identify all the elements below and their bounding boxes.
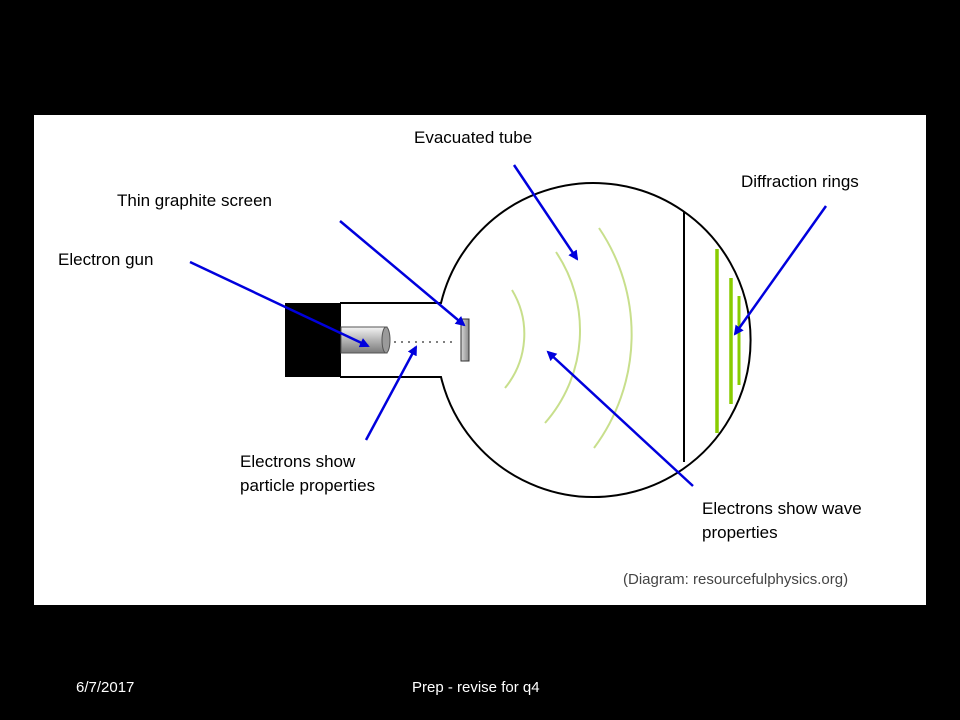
label-wave-properties-line1: Electrons show wave <box>702 499 862 518</box>
label-evacuated-tube: Evacuated tube <box>414 128 532 147</box>
diagram-panel <box>34 115 926 605</box>
arrow-evacuated-tube <box>512 164 579 261</box>
electron-gun-cylinder <box>340 326 388 354</box>
footer-date: 6/7/2017 <box>76 679 135 696</box>
label-diffraction-rings: Diffraction rings <box>741 172 859 191</box>
wavefront-outer <box>593 227 633 449</box>
diagram-credit: (Diagram: resourcefulphysics.org) <box>623 571 848 588</box>
electron-gun-housing <box>285 303 341 377</box>
footer-title: Prep - revise for q4 <box>412 679 540 696</box>
label-electron-gun: Electron gun <box>58 250 153 269</box>
label-particle-properties-line2: particle properties <box>240 476 375 495</box>
label-thin-graphite-screen: Thin graphite screen <box>117 191 272 210</box>
arrow-graphite-screen <box>339 220 466 327</box>
electron-gun-tip <box>381 326 391 354</box>
arrow-wave-properties <box>546 350 694 487</box>
graphite-screen <box>460 318 470 362</box>
arrow-electron-gun <box>189 260 370 348</box>
label-particle-properties-line1: Electrons show <box>240 452 356 471</box>
label-wave-properties-line2: properties <box>702 523 778 542</box>
arrow-diffraction-rings <box>733 205 828 336</box>
arrow-particle-properties <box>364 345 418 441</box>
wavefront-middle <box>544 251 581 424</box>
wavefront-inner <box>504 289 526 389</box>
evacuated-tube-outline <box>340 182 752 498</box>
